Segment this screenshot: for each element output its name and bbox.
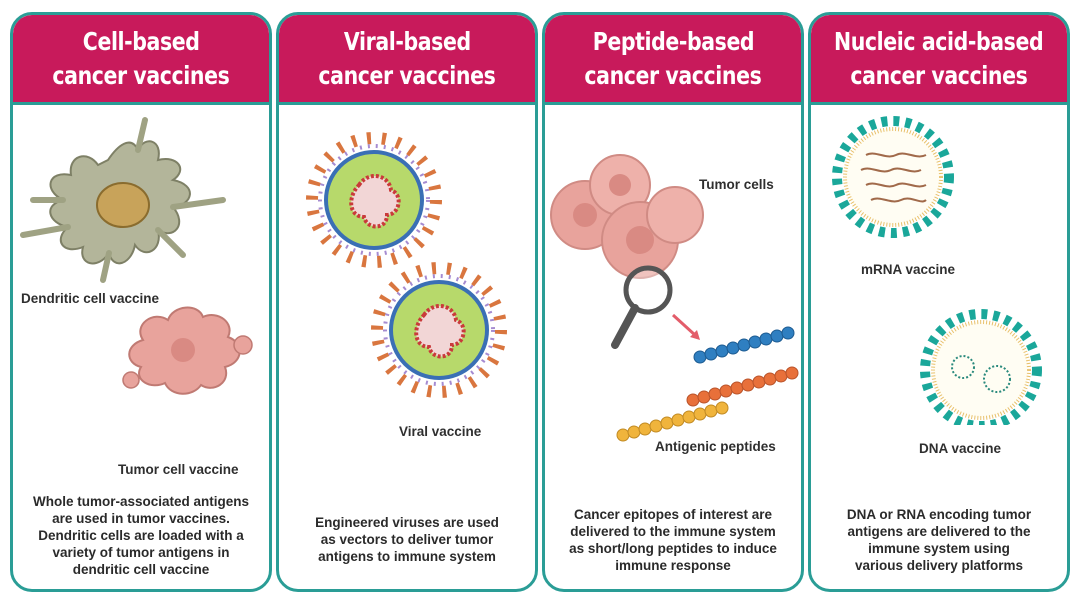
peptide-illustration bbox=[550, 154, 799, 442]
panel-header: Viral-based cancer vaccines bbox=[279, 15, 535, 105]
description-line: as short/long peptides to induce bbox=[569, 541, 777, 556]
description-line: dendritic cell vaccine bbox=[72, 562, 210, 577]
panel-viral-based: Viral-based cancer vaccines Viral vaccin… bbox=[276, 12, 538, 592]
description-line: Whole tumor-associated antigens bbox=[32, 494, 250, 509]
tumor-cells-icon bbox=[550, 154, 704, 279]
panel-peptide-based: Peptide-based cancer vaccines bbox=[542, 12, 804, 592]
description-line: Dendritic cells are loaded with a bbox=[38, 528, 244, 543]
panel-title-line2: cancer vaccines bbox=[584, 60, 762, 90]
viral-illustration bbox=[306, 132, 507, 398]
description-line: as vectors to deliver tumor bbox=[320, 532, 494, 547]
magnifier-icon bbox=[611, 265, 673, 349]
peptide-chain-blue bbox=[693, 326, 795, 364]
description-line: are used in tumor vaccines. bbox=[52, 511, 230, 526]
description-line: variety of tumor antigens in bbox=[52, 545, 230, 560]
peptide-chain-yellow bbox=[616, 401, 729, 442]
lipid-nanoparticle-mrna-icon bbox=[832, 116, 954, 238]
description-line: DNA or RNA encoding tumor bbox=[846, 507, 1032, 522]
panel-description: Engineered viruses are used as vectors t… bbox=[279, 514, 535, 565]
panel-nucleic-acid-based: Nucleic acid-based cancer vaccines mRNA … bbox=[808, 12, 1070, 592]
peptide-chain-orange bbox=[686, 366, 799, 407]
caption-dna-vaccine: DNA vaccine bbox=[919, 441, 1002, 456]
caption-tumor-cells: Tumor cells bbox=[699, 177, 774, 192]
caption-dendritic-cell-vaccine: Dendritic cell vaccine bbox=[21, 291, 160, 306]
dendritic-cell-icon bbox=[20, 117, 226, 283]
virus-icon bbox=[306, 132, 442, 268]
panel-title-line2: cancer vaccines bbox=[318, 60, 496, 90]
panel-description: Whole tumor-associated antigens are used… bbox=[13, 493, 269, 578]
description-line: antigens are delivered to the bbox=[847, 524, 1031, 539]
panel-title-line1: Peptide-based bbox=[592, 26, 754, 56]
panel-cell-based: Cell-based cancer vaccines Dendritic cel… bbox=[10, 12, 272, 592]
description-line: immune system using bbox=[868, 541, 1010, 556]
panel-header: Peptide-based cancer vaccines bbox=[545, 15, 801, 105]
virus-icon bbox=[371, 262, 507, 398]
panel-title-line1: Cell-based bbox=[82, 26, 200, 56]
panel-description: DNA or RNA encoding tumor antigens are d… bbox=[811, 506, 1067, 574]
panel-title-line1: Viral-based bbox=[343, 26, 471, 56]
caption-antigenic-peptides: Antigenic peptides bbox=[655, 439, 776, 454]
panel-description: Cancer epitopes of interest are delivere… bbox=[545, 506, 801, 574]
panel-header: Cell-based cancer vaccines bbox=[13, 15, 269, 105]
description-line: antigens to immune system bbox=[318, 549, 496, 564]
panel-title-line2: cancer vaccines bbox=[850, 60, 1028, 90]
panel-title-line2: cancer vaccines bbox=[52, 60, 230, 90]
panel-title-line1: Nucleic acid-based bbox=[834, 26, 1044, 56]
description-line: immune response bbox=[615, 558, 731, 573]
description-line: various delivery platforms bbox=[854, 558, 1024, 573]
caption-viral-vaccine: Viral vaccine bbox=[399, 424, 482, 439]
caption-tumor-cell-vaccine: Tumor cell vaccine bbox=[118, 462, 239, 477]
nucleic-acid-illustration bbox=[832, 116, 1042, 425]
lipid-nanoparticle-dna-icon bbox=[920, 309, 1042, 425]
arrow-icon bbox=[671, 313, 697, 337]
cell-based-illustration bbox=[20, 117, 253, 395]
caption-mrna-vaccine: mRNA vaccine bbox=[861, 262, 956, 277]
panel-header: Nucleic acid-based cancer vaccines bbox=[811, 15, 1067, 105]
description-line: Engineered viruses are used bbox=[315, 515, 499, 530]
description-line: Cancer epitopes of interest are bbox=[573, 507, 773, 522]
description-line: delivered to the immune system bbox=[570, 524, 776, 539]
tumor-cell-icon bbox=[122, 306, 253, 395]
